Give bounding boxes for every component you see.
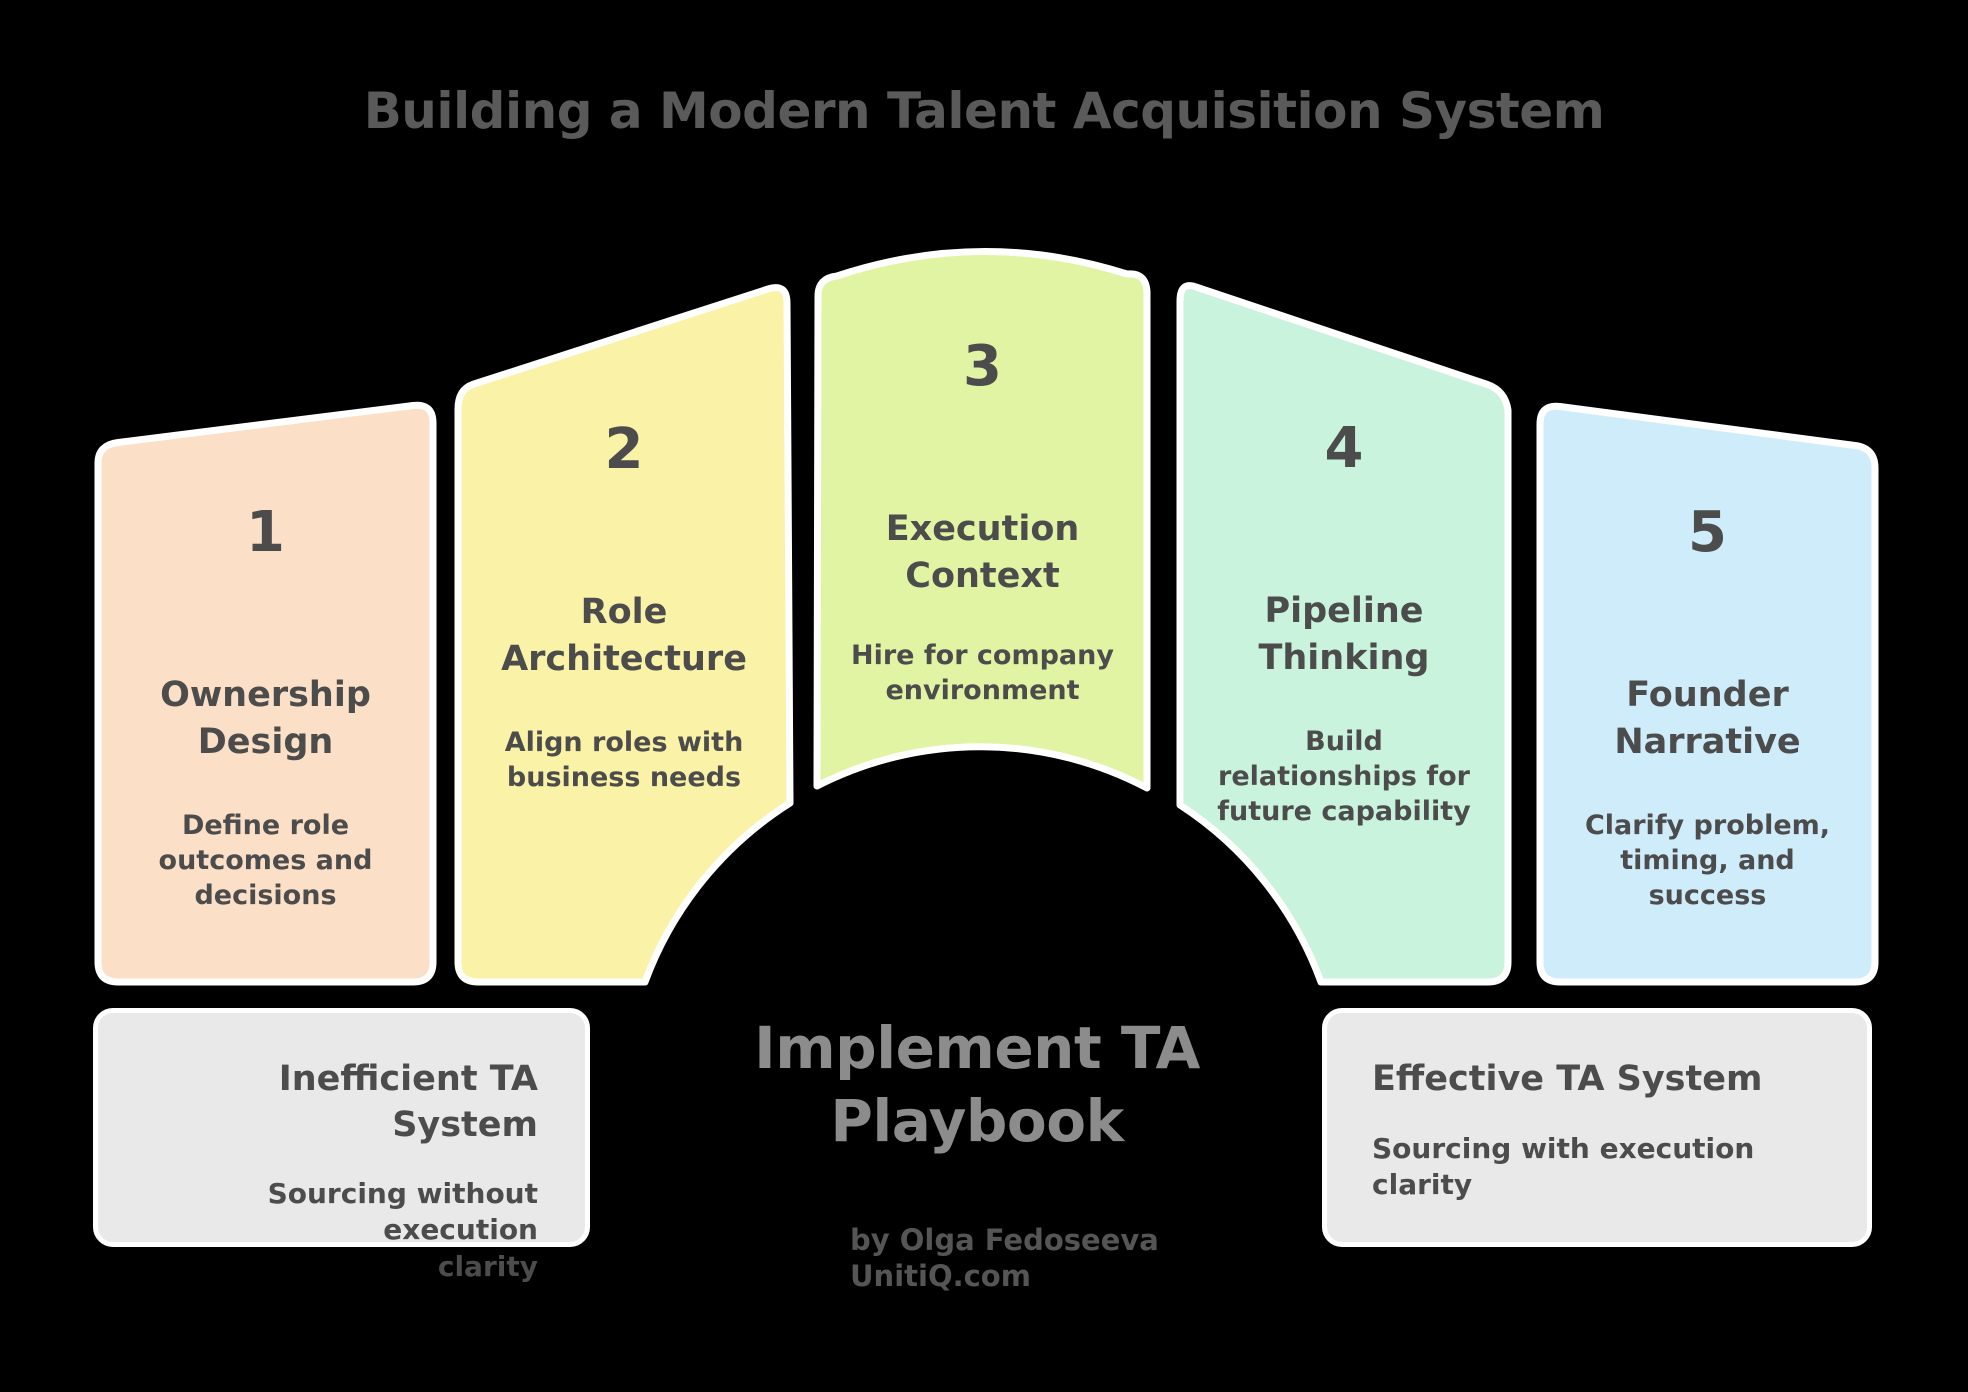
panel-5-number: 5 xyxy=(1688,500,1727,565)
panel-2-description: Align roles with business needs xyxy=(504,727,744,794)
panel-3-number: 3 xyxy=(963,334,1002,399)
panel-2-number: 2 xyxy=(604,417,644,482)
panel-5-description: Clarify problem, timing, and success xyxy=(1584,810,1831,912)
panel-1-title: Ownership Design xyxy=(160,674,371,762)
author-byline: by Olga Fedoseeva UnitiQ.com xyxy=(850,1223,1159,1294)
panel-1-content: 1 Ownership Design Define role outcomes … xyxy=(98,483,433,932)
panel-4-description: Build relationships for future capabilit… xyxy=(1217,726,1471,828)
panel-5-shape xyxy=(1536,402,1879,986)
panel-1-shape xyxy=(94,401,437,986)
inefficient-ta-system-box: Inefficient TA System Sourcing without e… xyxy=(93,1008,590,1283)
panel-4-shape xyxy=(1176,282,1512,986)
effective-ta-system-box: Effective TA System Sourcing with execut… xyxy=(1322,1008,1872,1247)
panel-5-title: Founder Narrative xyxy=(1614,674,1801,762)
effective-ta-system-title: Effective TA System xyxy=(1372,1059,1763,1099)
effective-ta-system-description: Sourcing with execution clarity xyxy=(1372,1131,1755,1201)
panel-1-number: 1 xyxy=(246,500,285,565)
panel-5-content: 5 Founder Narrative Clarify problem, tim… xyxy=(1540,483,1875,932)
panel-2-content: 2 Role Architecture Align roles with bus… xyxy=(458,400,790,814)
panel-4-content: 4 Pipeline Thinking Build relationships … xyxy=(1180,399,1508,848)
panel-4-title: Pipeline Thinking xyxy=(1258,590,1430,678)
implement-ta-playbook-label: Implement TA Playbook xyxy=(754,1014,1200,1155)
panel-1-description: Define role outcomes and decisions xyxy=(158,810,373,912)
main-title: Building a Modern Talent Acquisition Sys… xyxy=(363,82,1605,140)
inefficient-ta-system-title: Inefficient TA System xyxy=(278,1059,538,1145)
panel-3-shape xyxy=(813,248,1151,792)
panel-3-title: Execution Context xyxy=(885,508,1080,596)
panel-2-shape xyxy=(454,284,794,986)
panel-3-content: 3 Execution Context Hire for company env… xyxy=(818,317,1147,727)
panel-2-title: Role Architecture xyxy=(501,591,747,679)
panel-3-description: Hire for company environment xyxy=(851,640,1114,707)
panel-4-number: 4 xyxy=(1324,416,1364,481)
inefficient-ta-system-description: Sourcing without execution clarity xyxy=(267,1177,538,1283)
